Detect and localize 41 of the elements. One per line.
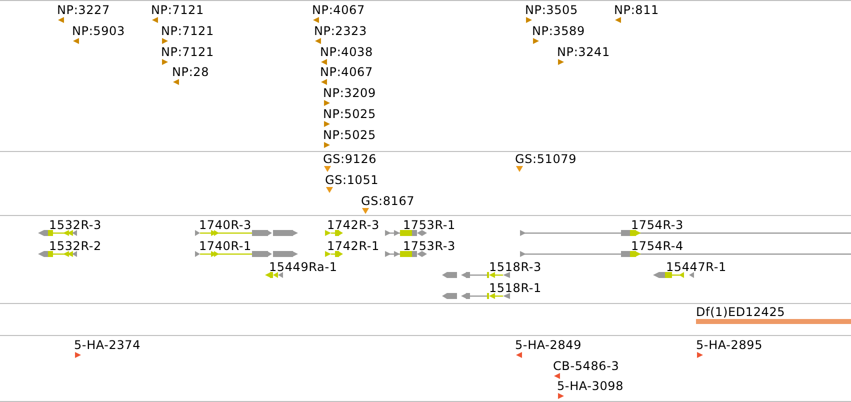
feature-label: NP:3209 <box>323 86 376 100</box>
feature-label: NP:3241 <box>557 45 610 59</box>
feature-label: NP:5903 <box>72 24 125 38</box>
feature-label: 1518R-3 <box>489 260 542 274</box>
feature-label: 1740R-3 <box>199 218 252 232</box>
feature-label: 1532R-2 <box>49 239 102 253</box>
feature-label: 1740R-1 <box>199 239 252 253</box>
feature-label: 5-HA-2374 <box>74 338 141 352</box>
feature-label: GS:9126 <box>323 152 377 166</box>
feature-label: NP:7121 <box>151 3 204 17</box>
feature-label: 1754R-4 <box>631 239 684 253</box>
feature-label: NP:3505 <box>525 3 578 17</box>
feature-label: NP:4067 <box>312 3 365 17</box>
feature-label: 5-HA-2895 <box>696 338 763 352</box>
feature-label: NP:3589 <box>532 24 585 38</box>
feature-label: 1742R-1 <box>327 239 380 253</box>
feature-label: NP:2323 <box>314 24 367 38</box>
feature-label: CB-5486-3 <box>553 359 620 373</box>
feature-label: 1754R-3 <box>631 218 684 232</box>
feature-label: 5-HA-2849 <box>515 338 582 352</box>
feature-label: Df(1)ED12425 <box>696 305 786 319</box>
feature-label: NP:28 <box>172 65 210 79</box>
feature-label: NP:7121 <box>161 24 214 38</box>
feature-label: NP:3227 <box>57 3 110 17</box>
feature-label: NP:4038 <box>320 45 373 59</box>
feature-label: GS:51079 <box>515 152 577 166</box>
feature-label: 1753R-3 <box>403 239 456 253</box>
feature-label: NP:4067 <box>320 65 373 79</box>
feature-label: 1753R-1 <box>403 218 456 232</box>
feature-label: GS:1051 <box>325 173 379 187</box>
feature-label: 1742R-3 <box>327 218 380 232</box>
feature-label: NP:5025 <box>323 128 376 142</box>
feature-label: 1518R-1 <box>489 281 542 295</box>
feature-label: NP:811 <box>614 3 659 17</box>
feature-label: 5-HA-3098 <box>557 379 624 393</box>
feature-label: NP:7121 <box>161 45 214 59</box>
feature-label: 15449Ra-1 <box>269 260 338 274</box>
feature-label: GS:8167 <box>361 194 415 208</box>
feature-label: 15447R-1 <box>666 260 726 274</box>
feature-label: NP:5025 <box>323 107 376 121</box>
feature-label: 1532R-3 <box>49 218 102 232</box>
